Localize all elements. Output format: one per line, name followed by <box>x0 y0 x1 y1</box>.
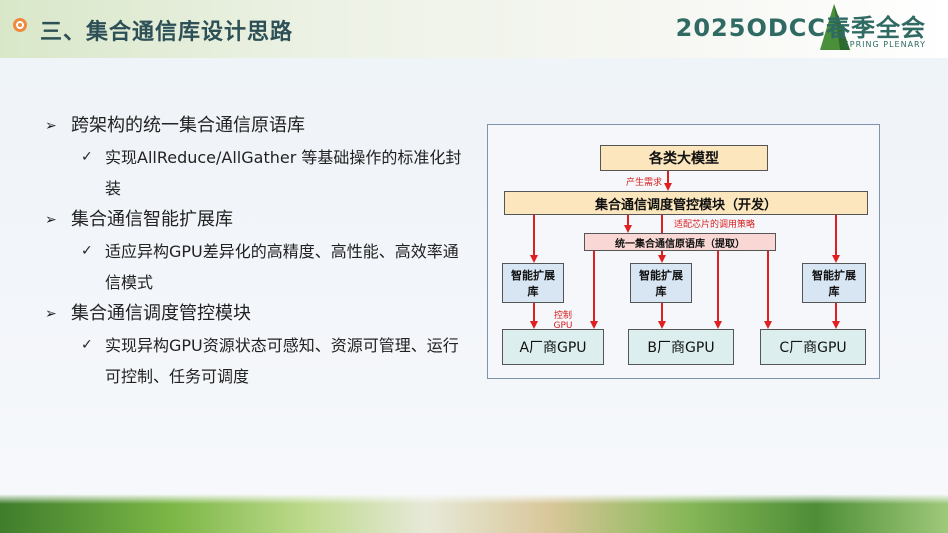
demand-label: 产生需求 <box>626 178 663 188</box>
arrow-bullet-icon: ➢ <box>45 118 57 134</box>
primitives-box: 统一集合通信原语库（提取） <box>584 233 776 251</box>
ext-box-b: 智能扩展库 <box>630 263 692 303</box>
check-icon: ✓ <box>81 337 93 353</box>
ext-box-c: 智能扩展库 <box>802 263 866 303</box>
sub-bullet-text: 实现AllReduce/AllGather 等基础操作的标准化封装 <box>105 148 462 198</box>
sub-bullet-item-1: ✓ 实现AllReduce/AllGather 等基础操作的标准化封装 <box>45 142 465 204</box>
adapt-label: 适配芯片的调用策略 <box>674 220 756 230</box>
control-gpu-label: 控制GPU <box>553 311 573 331</box>
diagram-arrows <box>530 171 840 329</box>
header-bar: 三、集合通信库设计思路 2025ODCC春季全会 SPRING PLENARY <box>0 0 948 58</box>
sub-bullet-item-2: ✓ 适应异构GPU差异化的高精度、高性能、高效率通信模式 <box>45 236 465 298</box>
sub-bullet-text: 适应异构GPU差异化的高精度、高性能、高效率通信模式 <box>105 242 459 292</box>
bullet-item-3: ➢ 集合通信调度管控模块 <box>45 298 465 330</box>
logo-main-text: 2025ODCC春季全会 <box>675 14 926 42</box>
bullet-list: ➢ 跨架构的统一集合通信原语库 ✓ 实现AllReduce/AllGather … <box>45 110 465 392</box>
arrow-bullet-icon: ➢ <box>45 212 57 228</box>
leaf-logo-icon <box>820 4 850 50</box>
bullet-item-1: ➢ 跨架构的统一集合通信原语库 <box>45 110 465 142</box>
scheduler-box: 集合通信调度管控模块（开发） <box>504 191 868 215</box>
logo-sub-text: SPRING PLENARY <box>843 40 926 49</box>
gpu-box-c: C厂商GPU <box>760 329 866 365</box>
slide-title: 三、集合通信库设计思路 <box>40 20 294 45</box>
arrow-bullet-icon: ➢ <box>45 306 57 322</box>
bullet-item-2: ➢ 集合通信智能扩展库 <box>45 204 465 236</box>
bullet-text: 跨架构的统一集合通信原语库 <box>71 115 305 136</box>
title-bullet-icon <box>13 18 27 32</box>
event-logo: 2025ODCC春季全会 SPRING PLENARY <box>676 8 926 49</box>
gpu-box-b: B厂商GPU <box>628 329 734 365</box>
check-icon: ✓ <box>81 149 93 165</box>
architecture-diagram: 各类大模型 产生需求 集合通信调度管控模块（开发） 适配芯片的调用策略 统一集合… <box>487 124 880 379</box>
footer-decoration <box>0 494 948 533</box>
check-icon: ✓ <box>81 243 93 259</box>
ext-box-a: 智能扩展库 <box>502 263 564 303</box>
bullet-text: 集合通信调度管控模块 <box>71 303 251 324</box>
sub-bullet-item-3: ✓ 实现异构GPU资源状态可感知、资源可管理、运行可控制、任务可调度 <box>45 330 465 392</box>
bullet-text: 集合通信智能扩展库 <box>71 209 233 230</box>
models-box: 各类大模型 <box>600 145 768 171</box>
sub-bullet-text: 实现异构GPU资源状态可感知、资源可管理、运行可控制、任务可调度 <box>105 336 459 386</box>
gpu-box-a: A厂商GPU <box>502 329 604 365</box>
